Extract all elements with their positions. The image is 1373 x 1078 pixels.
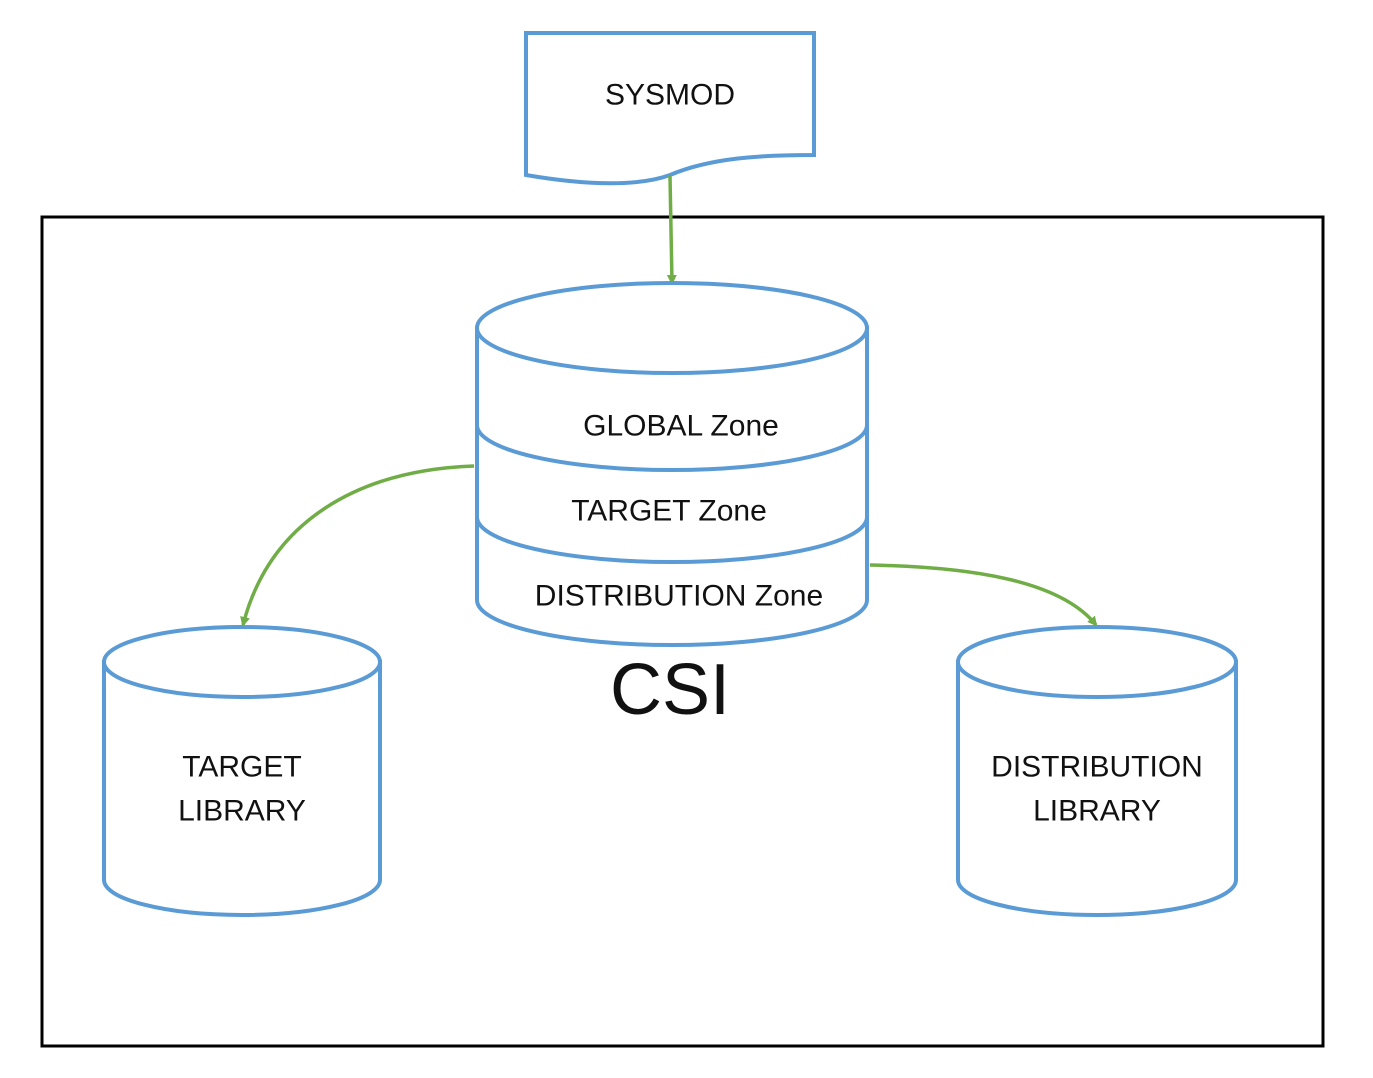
csi-container (40, 215, 1325, 1048)
sysmod-label: SYSMOD (605, 79, 735, 112)
arrow-csi-to-distribution-library (869, 563, 1098, 627)
target-library-label-line2: LIBRARY (178, 795, 306, 828)
csi-database: GLOBAL Zone TARGET Zone DISTRIBUTION Zon… (475, 281, 869, 647)
distribution-library: DISTRIBUTION LIBRARY (956, 625, 1238, 917)
target-library: TARGET LIBRARY (102, 625, 382, 917)
csi-label: CSI (610, 650, 730, 730)
sysmod-document: SYSMOD (524, 31, 816, 186)
target-library-label-line1: TARGET (182, 751, 301, 784)
distribution-library-label-line1: DISTRIBUTION (991, 751, 1203, 784)
arrow-sysmod-to-csi (666, 175, 677, 285)
arrow-csi-to-target-library (240, 464, 475, 627)
target-zone-label: TARGET Zone (571, 495, 767, 528)
global-zone-label: GLOBAL Zone (583, 410, 779, 443)
distribution-zone-label: DISTRIBUTION Zone (535, 580, 823, 613)
distribution-library-label-line2: LIBRARY (1033, 795, 1161, 828)
